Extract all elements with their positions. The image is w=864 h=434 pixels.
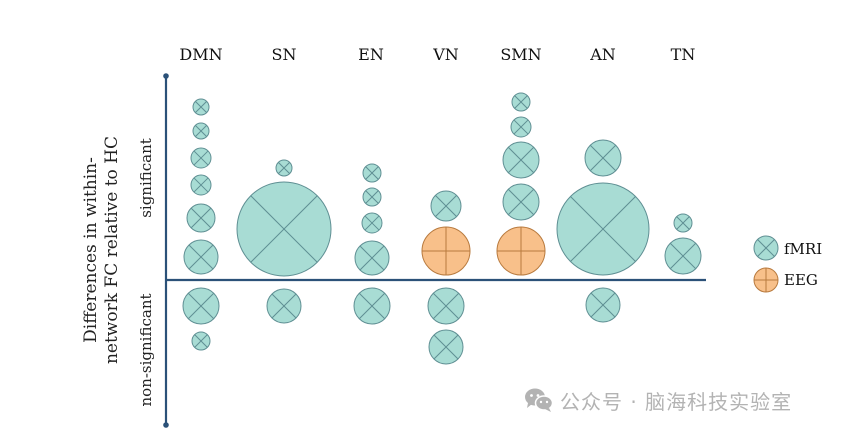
fmri-bubble-dmn [182,287,220,325]
wechat-icon [525,388,554,412]
fmri-bubble-smn [502,183,540,221]
fmri-bubble-vn [428,329,464,365]
network-labels: DMN SN EN VN SMN AN TN [179,45,695,64]
fmri-bubble-vn [427,287,465,325]
fmri-bubble-dmn [192,98,210,116]
network-label-an: AN [589,45,616,64]
eeg-bubble-vn [421,226,471,276]
fmri-bubble-sn [236,181,332,277]
y-axis-labels: Differences in within- network FC relati… [81,136,155,407]
fmri-bubble-dmn [192,122,210,140]
y-axis-top-dot [163,73,169,79]
network-label-sn: SN [272,45,297,64]
fmri-bubble-dmn [191,331,211,351]
non-significant-label: non-significant [137,293,155,406]
significant-label: significant [137,138,155,218]
fmri-legend-circle [753,235,779,261]
y-axis-bottom-dot [163,422,169,428]
fmri-bubble-dmn [190,147,212,169]
fmri-bubble-tn [673,213,693,233]
fmri-bubble-dmn [186,203,216,233]
legend: fMRI EEG [753,235,822,293]
fmri-bubble-en [354,240,390,276]
fmri-bubble-en [361,212,383,234]
network-label-smn: SMN [500,45,541,64]
fmri-bubble-an [584,139,622,177]
legend-eeg-label: EEG [784,271,818,289]
fmri-bubble-dmn [190,174,212,196]
network-label-dmn: DMN [179,45,222,64]
fmri-bubble-en [353,287,391,325]
fmri-bubble-an [585,287,621,323]
fmri-bubble-dmn [183,239,219,275]
y-axis-title-line1: Differences in within- [81,157,101,343]
y-axis-title-line2: network FC relative to HC [102,136,122,364]
fmri-bubble-en [362,187,382,207]
watermark: 公众号 · 脑海科技实验室 [524,386,792,414]
watermark-text: 公众号 · 脑海科技实验室 [560,389,793,414]
fmri-bubble-smn [510,116,532,138]
eeg-legend-circle [753,267,779,293]
fmri-bubble-an [556,182,650,276]
axes [163,73,706,428]
legend-fmri: fMRI [753,235,822,261]
network-label-tn: TN [671,45,696,64]
network-label-vn: VN [432,45,459,64]
fmri-bubble-en [362,163,382,183]
fmri-bubble-sn [266,288,302,324]
legend-fmri-label: fMRI [784,240,822,258]
bubbles [182,92,702,365]
network-label-en: EN [358,45,384,64]
eeg-marker-icon [753,267,779,293]
legend-eeg: EEG [753,267,818,293]
fmri-marker-icon [753,235,779,261]
fmri-bubble-smn [502,141,540,179]
fmri-bubble-smn [511,92,531,112]
eeg-bubble-smn [496,226,546,276]
fmri-bubble-vn [430,190,462,222]
fmri-bubble-sn [275,159,293,177]
fmri-bubble-tn [664,237,702,275]
